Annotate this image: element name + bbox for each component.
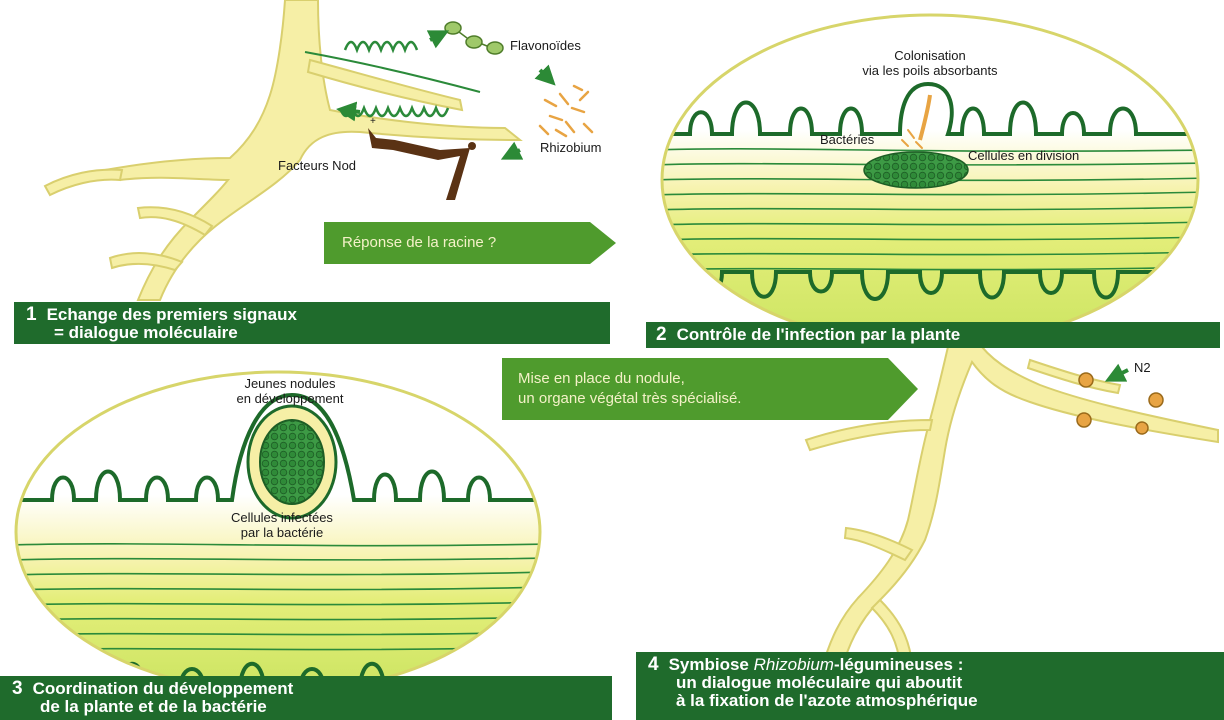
- label-facteurs-nod: Facteurs Nod: [278, 158, 356, 173]
- caption-panel4-line1-italic: Rhizobium: [754, 655, 834, 674]
- rhizobium-bacteria-cluster: [540, 86, 592, 136]
- label-n2: N2: [1134, 360, 1151, 375]
- arrow-reponse-racine-text: Réponse de la racine ?: [342, 233, 496, 252]
- caption-panel1-line2: = dialogue moléculaire: [26, 324, 598, 342]
- label-colonisation-line1: Colonisation: [894, 48, 966, 63]
- caption-panel3-line1: Coordination du développement: [33, 679, 294, 698]
- label-jeunes-nodules-line1: Jeunes nodules: [244, 376, 336, 391]
- caption-panel3-number: 3: [12, 678, 23, 699]
- label-jeunes-nodules-line2: en développement: [237, 391, 344, 406]
- svg-text:+: +: [370, 116, 376, 127]
- arrow-nodule-line1: Mise en place du nodule,: [518, 369, 685, 388]
- caption-panel4-line1-prefix: Symbiose: [669, 655, 754, 674]
- caption-panel4-line1-suffix: -légumineuses :: [834, 655, 963, 674]
- label-cellules-division: Cellules en division: [968, 148, 1079, 163]
- arrow-reponse-racine: Réponse de la racine ?: [324, 222, 616, 264]
- caption-panel2: 2 Contrôle de l'infection par la plante: [646, 322, 1220, 348]
- caption-panel3: 3 Coordination du développement de la pla…: [0, 676, 612, 720]
- caption-panel2-number: 2: [656, 324, 667, 345]
- caption-panel4-number: 4: [648, 654, 659, 675]
- caption-panel1-number: 1: [26, 304, 37, 325]
- arrow-nodule-line2: un organe végétal très spécialisé.: [518, 389, 741, 408]
- caption-panel4: 4 Symbiose Rhizobium-légumineuses : un di…: [636, 652, 1224, 720]
- label-colonisation-line2: via les poils absorbants: [862, 63, 998, 78]
- label-flavonoides: Flavonoïdes: [510, 38, 581, 53]
- label-cellules-infectees-line2: par la bactérie: [241, 525, 323, 540]
- caption-panel1-line1: Echange des premiers signaux: [47, 305, 297, 324]
- arrow-mise-en-place-nodule: Mise en place du nodule, un organe végét…: [502, 358, 918, 420]
- caption-panel2-line1: Contrôle de l'infection par la plante: [677, 325, 961, 344]
- caption-panel1: 1 Echange des premiers signaux = dialogue…: [14, 302, 610, 344]
- flavonoid-molecules: [445, 22, 503, 54]
- caption-panel4-line3: à la fixation de l'azote atmosphérique: [648, 692, 1212, 710]
- label-cellules-infectees-line1: Cellules infectées: [231, 510, 333, 525]
- label-bacteries: Bactéries: [820, 132, 875, 147]
- caption-panel4-line2: un dialogue moléculaire qui aboutit: [648, 674, 1212, 692]
- label-rhizobium: Rhizobium: [540, 140, 601, 155]
- caption-panel3-line2: de la plante et de la bactérie: [12, 698, 600, 716]
